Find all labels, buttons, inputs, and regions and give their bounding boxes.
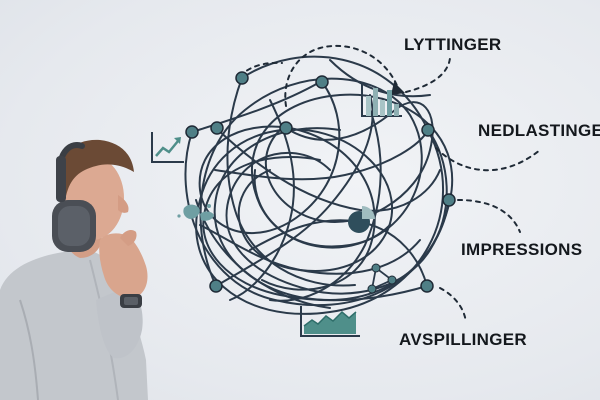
label-impressions: IMPRESSIONS [461, 240, 583, 259]
area-chart-icon [300, 306, 360, 337]
bar-chart-icon [361, 82, 402, 117]
person-illustration [0, 139, 148, 400]
node [185, 125, 199, 139]
label-lyttinger: LYTTINGER [404, 35, 502, 54]
connector-lyttinger [405, 57, 451, 93]
connector-nedlastinger [435, 147, 541, 172]
node [279, 121, 293, 135]
hand [99, 233, 148, 299]
label-nedlastinger: NEDLASTINGER [478, 121, 600, 140]
hair [56, 139, 134, 196]
line-trend-chart-icon [151, 132, 184, 163]
node [315, 75, 329, 89]
node [421, 123, 435, 137]
arrowhead-icon [391, 82, 405, 95]
label-avspillinger: AVSPILLINGER [399, 330, 527, 349]
node [209, 279, 223, 293]
node [420, 279, 434, 293]
connector-avspillinger [439, 287, 467, 323]
node [210, 121, 224, 135]
world-map-icon [177, 204, 214, 221]
pie-chart-icon [348, 206, 375, 233]
connector-impressions [457, 199, 521, 233]
tangled-lines [184, 55, 453, 315]
connector-top-arc [284, 44, 399, 107]
headphones-icon [52, 142, 96, 252]
nodes [185, 71, 456, 293]
network-graph-icon [367, 263, 397, 294]
node [442, 193, 456, 207]
node [235, 71, 249, 85]
